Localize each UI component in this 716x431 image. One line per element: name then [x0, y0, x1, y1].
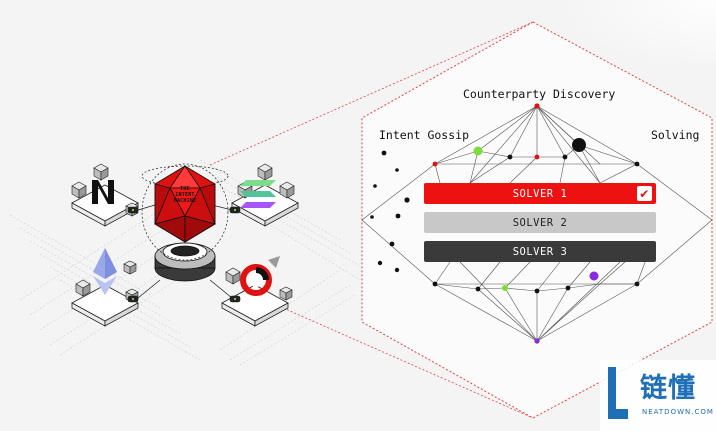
zoom-lines	[209, 21, 534, 419]
machine-label-line3: MACHINE	[173, 198, 197, 204]
solver-label-1: SOLVER 1	[512, 187, 568, 200]
solana-logo-icon	[240, 180, 276, 208]
intent-machine-label: THE INTENT MACHINE	[168, 186, 202, 204]
ring-logo-icon	[240, 256, 280, 296]
intent-machine-gem	[153, 165, 217, 243]
watermark: 链懂 NEATDOWN.COM	[600, 360, 716, 431]
network-nodes	[432, 103, 640, 344]
counterparty-discovery-title: Counterparty Discovery	[463, 87, 616, 101]
machine-base	[154, 242, 216, 282]
near-logo-icon	[92, 180, 114, 204]
ethereum-logo-icon	[93, 248, 117, 295]
neatdown-logo-icon	[608, 367, 628, 419]
checkmark-icon: ✔	[637, 186, 652, 201]
network-edges-top	[434, 105, 638, 184]
watermark-cn-text: 链懂	[640, 373, 696, 404]
solver-bar-1[interactable]: SOLVER 1 ✔	[424, 183, 656, 204]
intent-gossip-title: Intent Gossip	[379, 128, 470, 142]
machine-label-line1: THE	[180, 186, 190, 192]
watermark-en-text: NEATDOWN.COM	[642, 408, 714, 416]
solver-label-2: SOLVER 2	[512, 216, 568, 229]
machine-label-line2: INTENT	[175, 192, 195, 198]
network-edges-bottom	[361, 163, 713, 342]
solving-title: Solving	[651, 128, 700, 142]
solver-label-3: SOLVER 3	[512, 245, 568, 258]
solver-bar-2[interactable]: SOLVER 2	[424, 212, 656, 233]
gossip-dots	[370, 150, 410, 273]
machine-dome	[141, 163, 229, 261]
solver-bar-3[interactable]: SOLVER 3	[424, 241, 656, 262]
node-connectors	[127, 206, 241, 303]
